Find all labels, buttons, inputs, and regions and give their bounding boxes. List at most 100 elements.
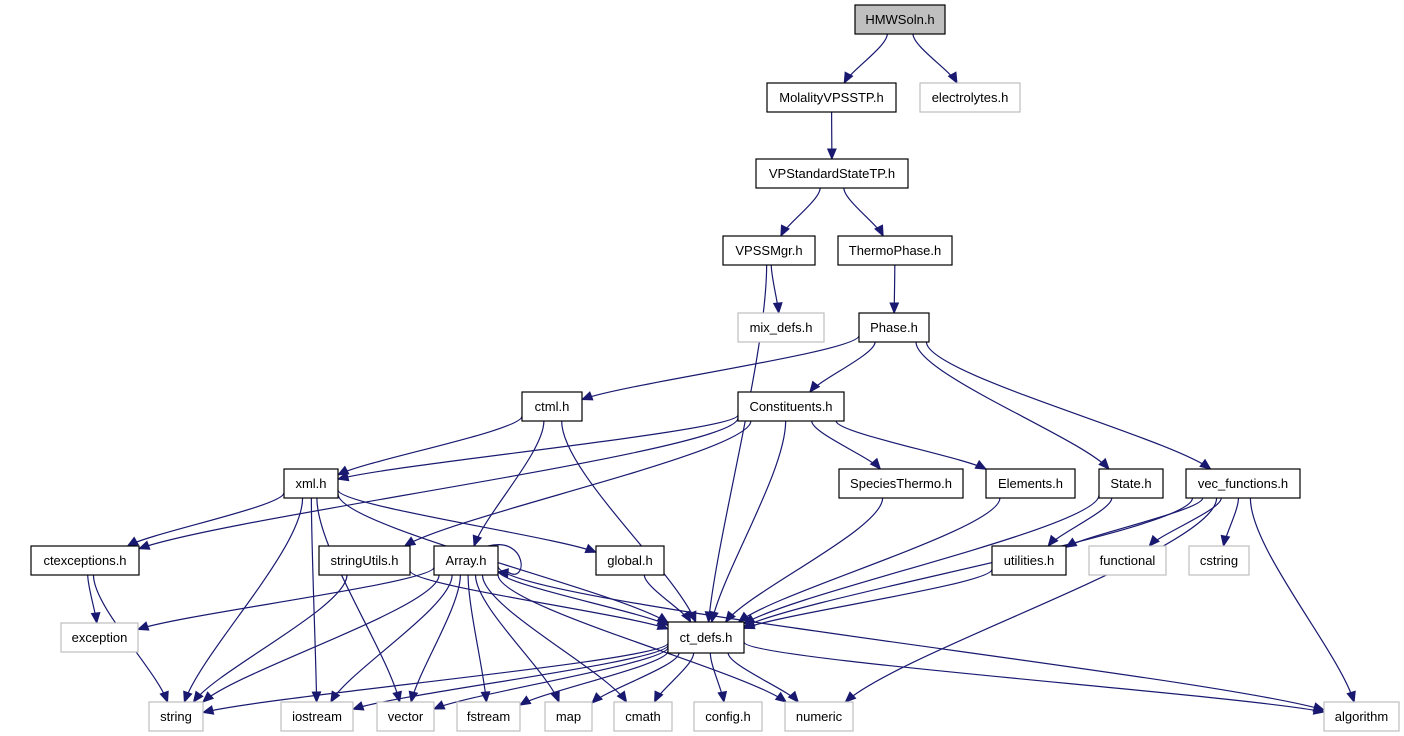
node-ctml[interactable]: ctml.h [521,391,583,422]
node-box [667,621,745,654]
arrowhead-icon [717,690,728,704]
edge-line [310,497,318,703]
edge-line [137,566,435,630]
edge-ct_defs-to-string [201,642,669,715]
edge-Array-to-ct_defs [497,570,670,626]
arrowhead-icon [90,612,101,625]
edge-line [138,417,739,550]
node-utilities[interactable]: utilities.h [991,545,1067,576]
node-SpeciesThermo[interactable]: SpeciesThermo.h [838,468,964,499]
node-State[interactable]: State.h [1098,468,1164,499]
node-label: ctexceptions.h [43,553,126,568]
node-Constituents[interactable]: Constituents.h [737,391,845,422]
arrowhead-icon [192,690,204,704]
arrowhead-icon [580,391,594,401]
node-label: mix_defs.h [750,320,813,335]
node-stringUtils[interactable]: stringUtils.h [318,545,411,576]
node-box [737,312,825,343]
node-Array[interactable]: Array.h [433,545,499,576]
edge-vec_functions-to-algorithm [1249,497,1356,704]
node-box [30,545,140,576]
edge-ct_defs-to-map [591,652,680,704]
node-label: numeric [796,709,843,724]
arrowhead-icon [351,701,365,711]
edge-Elements-to-ct_defs [737,497,1001,623]
node-box [613,701,673,732]
node-Phase[interactable]: Phase.h [858,312,930,343]
edge-Array-to-iostream [330,574,453,704]
edge-Phase-to-State [915,341,1110,470]
node-VPStandardStateTP[interactable]: VPStandardStateTP.h [755,158,909,189]
node-string: string [148,701,204,732]
edges-layer [87,33,1356,715]
edge-line [410,574,461,703]
node-box [433,545,499,576]
arrowhead-icon [311,691,322,704]
edge-SpeciesThermo-to-ct_defs [724,497,884,624]
edge-line [481,574,628,703]
node-numeric: numeric [784,701,854,732]
arrowhead-icon [584,543,598,553]
edge-ctml-to-ct_defs [561,420,697,624]
edge-Constituents-to-xml [336,414,739,482]
arrowhead-icon [654,690,664,704]
edge-Array-to-numeric [497,574,788,703]
arrowhead-icon [472,534,483,548]
node-box [858,312,930,343]
arrowhead-icon [1047,534,1059,548]
node-VPSSMgr[interactable]: VPSSMgr.h [722,235,816,266]
arrowhead-icon [496,568,509,578]
arrowhead-icon [656,615,670,626]
node-ct_defs[interactable]: ct_defs.h [667,621,745,654]
edge-line [1148,497,1222,547]
node-ctexceptions[interactable]: ctexceptions.h [30,545,140,576]
edge-MolalityVPSSTP-to-VPStandardStateTP [826,111,837,161]
arrowhead-icon [1220,534,1231,548]
node-iostream: iostream [280,701,354,732]
edge-xml-to-global [337,489,598,553]
node-label: stringUtils.h [331,553,399,568]
node-MolalityVPSSTP[interactable]: MolalityVPSSTP.h [766,82,897,113]
node-HMWSoln[interactable]: HMWSoln.h [854,4,946,35]
arrowhead-icon [974,459,988,470]
node-box [854,4,946,35]
edge-VPSSMgr-to-mix_defs [770,264,783,315]
node-box [1088,545,1167,576]
node-global[interactable]: global.h [595,545,665,576]
arrowhead-icon [1199,458,1212,470]
edge-line [467,574,488,703]
node-ThermoPhase[interactable]: ThermoPhase.h [837,235,953,266]
edge-xml-to-iostream [310,497,322,704]
node-label: iostream [292,709,342,724]
node-label: VPStandardStateTP.h [769,166,895,181]
arrowhead-icon [159,690,169,704]
edge-ct_defs-to-cmath [654,652,695,704]
node-fstream: fstream [456,701,521,732]
node-exception: exception [60,622,139,653]
node-xml[interactable]: xml.h [283,468,339,499]
node-Elements[interactable]: Elements.h [985,468,1076,499]
edge-VPStandardStateTP-to-ThermoPhase [843,187,884,238]
node-box [766,82,897,113]
edge-ct_defs-to-algorithm [743,641,1326,715]
node-label: algorithm [1335,709,1388,724]
edge-line [743,568,993,629]
node-box [737,391,845,422]
edge-Array-to-string [201,574,440,703]
node-box [1185,468,1301,499]
node-label: map [556,709,581,724]
edge-Constituents-to-Elements [835,420,988,470]
edge-line [727,652,799,703]
node-box [991,545,1067,576]
edge-line [193,574,348,703]
edge-ct_defs-to-config [709,652,728,704]
node-box [521,391,583,422]
node-box [838,468,964,499]
edge-line [844,497,1218,703]
node-vec_functions[interactable]: vec_functions.h [1185,468,1301,499]
node-label: MolalityVPSSTP.h [779,90,884,105]
edge-line [409,570,669,630]
arrowhead-icon [844,691,857,703]
node-label: State.h [1110,476,1151,491]
